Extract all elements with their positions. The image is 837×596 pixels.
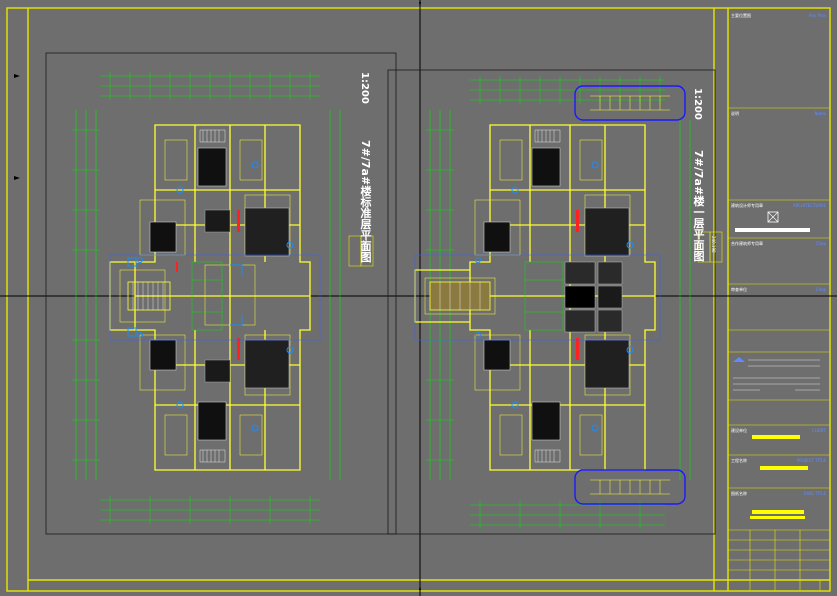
right-drawing-scale: 1:200 [692,88,703,120]
review-unit-label: 审查单位 [731,287,747,292]
left-sheet-border [45,52,397,535]
right-level-tag: 240.198 [711,236,716,253]
stamp-boxes [348,231,723,267]
key-plan-label-en: Key Plan [808,13,826,18]
left-blue-fixtures [127,161,294,432]
right-sheet-border [387,69,716,535]
architect-label-en: ARCHITECTURAL [792,203,826,208]
notes-label: 说明 [731,111,739,116]
left-center-outline [109,254,321,341]
title-block-grid [728,107,830,591]
left-drawing-scale: 1:200 [359,72,370,104]
architect-label: 建筑设计师专用章 [731,203,763,208]
right-green-details [524,261,564,331]
project-label-en: PROJECT TITLE [796,458,826,463]
sheet-frame [6,7,831,592]
project-label: 工程名称 [731,458,747,463]
right-dimensions [429,79,691,526]
right-center-outline [414,254,661,341]
key-plan-label: 主要位置图 [731,13,751,18]
right-ramp-top[interactable] [574,85,686,121]
left-level-tag: 207.950 [362,240,367,257]
left-floor-plan[interactable] [72,72,341,524]
right-red-markers [576,210,579,360]
drawing-name-label-en: DWG TITLE [803,491,826,496]
title-block-company-lines [733,359,820,391]
right-blue-fixtures [475,161,634,432]
edge-markers [14,2,421,590]
right-floor-plan[interactable] [414,76,691,529]
left-fixture-blocks [149,147,290,441]
client-label-en: CLIENT [811,428,826,433]
right-fixture-blocks [483,147,630,441]
registered-architect-label: 合作建筑师专用章 [731,241,763,246]
right-stairs [429,129,561,463]
right-drawing-title: 7#/7a#楼一层平面图 [692,150,705,262]
left-dim-ticks [72,72,311,524]
left-drawing-title: 7#/7a#楼标准层平面图 [359,140,372,263]
client-label: 建设单位 [731,428,747,433]
review-unit-label-en: Chop [815,287,826,292]
title-block-stamps [733,211,810,519]
right-ramp-bottom[interactable] [574,469,686,505]
left-stairs [127,129,226,463]
registered-architect-label-en: Chop [815,241,826,246]
notes-label-en: Notes [814,111,826,116]
left-red-markers [176,210,240,360]
drawing-name-label: 图纸名称 [731,491,747,496]
left-green-details [191,261,223,331]
